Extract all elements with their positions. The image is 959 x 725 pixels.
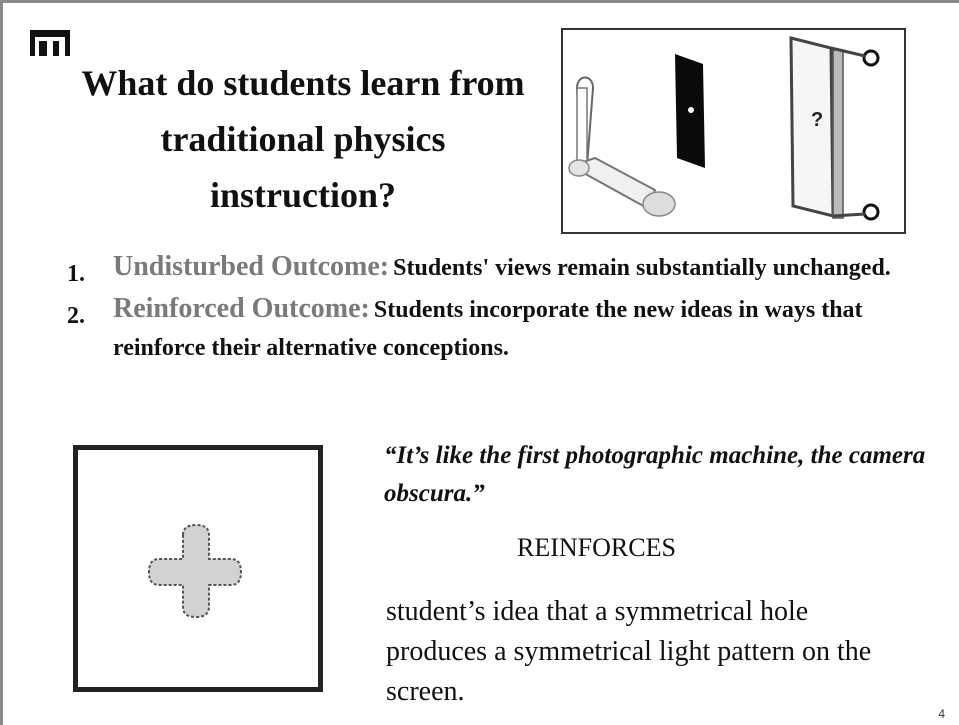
umd-logo-icon	[30, 30, 70, 61]
list-item-heading: Reinforced Outcome:	[113, 293, 370, 324]
screen-icon: ?	[789, 36, 880, 221]
list-item-heading: Undisturbed Outcome:	[113, 251, 390, 282]
list-item-text: Students' views remain substantially unc…	[393, 255, 891, 281]
reinforces-label: REINFORCES	[517, 533, 676, 562]
list-item-number: 1.	[67, 261, 85, 287]
cross-shaped-hole-icon	[147, 523, 243, 619]
student-quote: “It’s like the first photographic machin…	[384, 437, 944, 513]
conclusion-text: student’s idea that a symmetrical hole p…	[386, 596, 872, 707]
slide-title: What do students learn from traditional …	[81, 63, 525, 215]
list-item: 2. Reinforced Outcome: Students incorpor…	[67, 291, 947, 367]
light-pattern-figure	[73, 445, 323, 692]
page-number: 4	[938, 707, 945, 721]
quote-text: “It’s like the first photographic machin…	[384, 442, 926, 507]
outcome-list: 1. Undisturbed Outcome: Students' views …	[67, 249, 947, 371]
apparatus-figure: ?	[561, 28, 906, 234]
list-item: 1. Undisturbed Outcome: Students' views …	[67, 249, 947, 287]
list-item-text: Students incorporate the new ideas in wa…	[113, 297, 863, 361]
screen-question-label: ?	[811, 109, 823, 131]
light-bulb-lamp-icon	[568, 76, 676, 217]
list-item-number: 2.	[67, 303, 85, 329]
aperture-card-icon	[675, 54, 705, 168]
